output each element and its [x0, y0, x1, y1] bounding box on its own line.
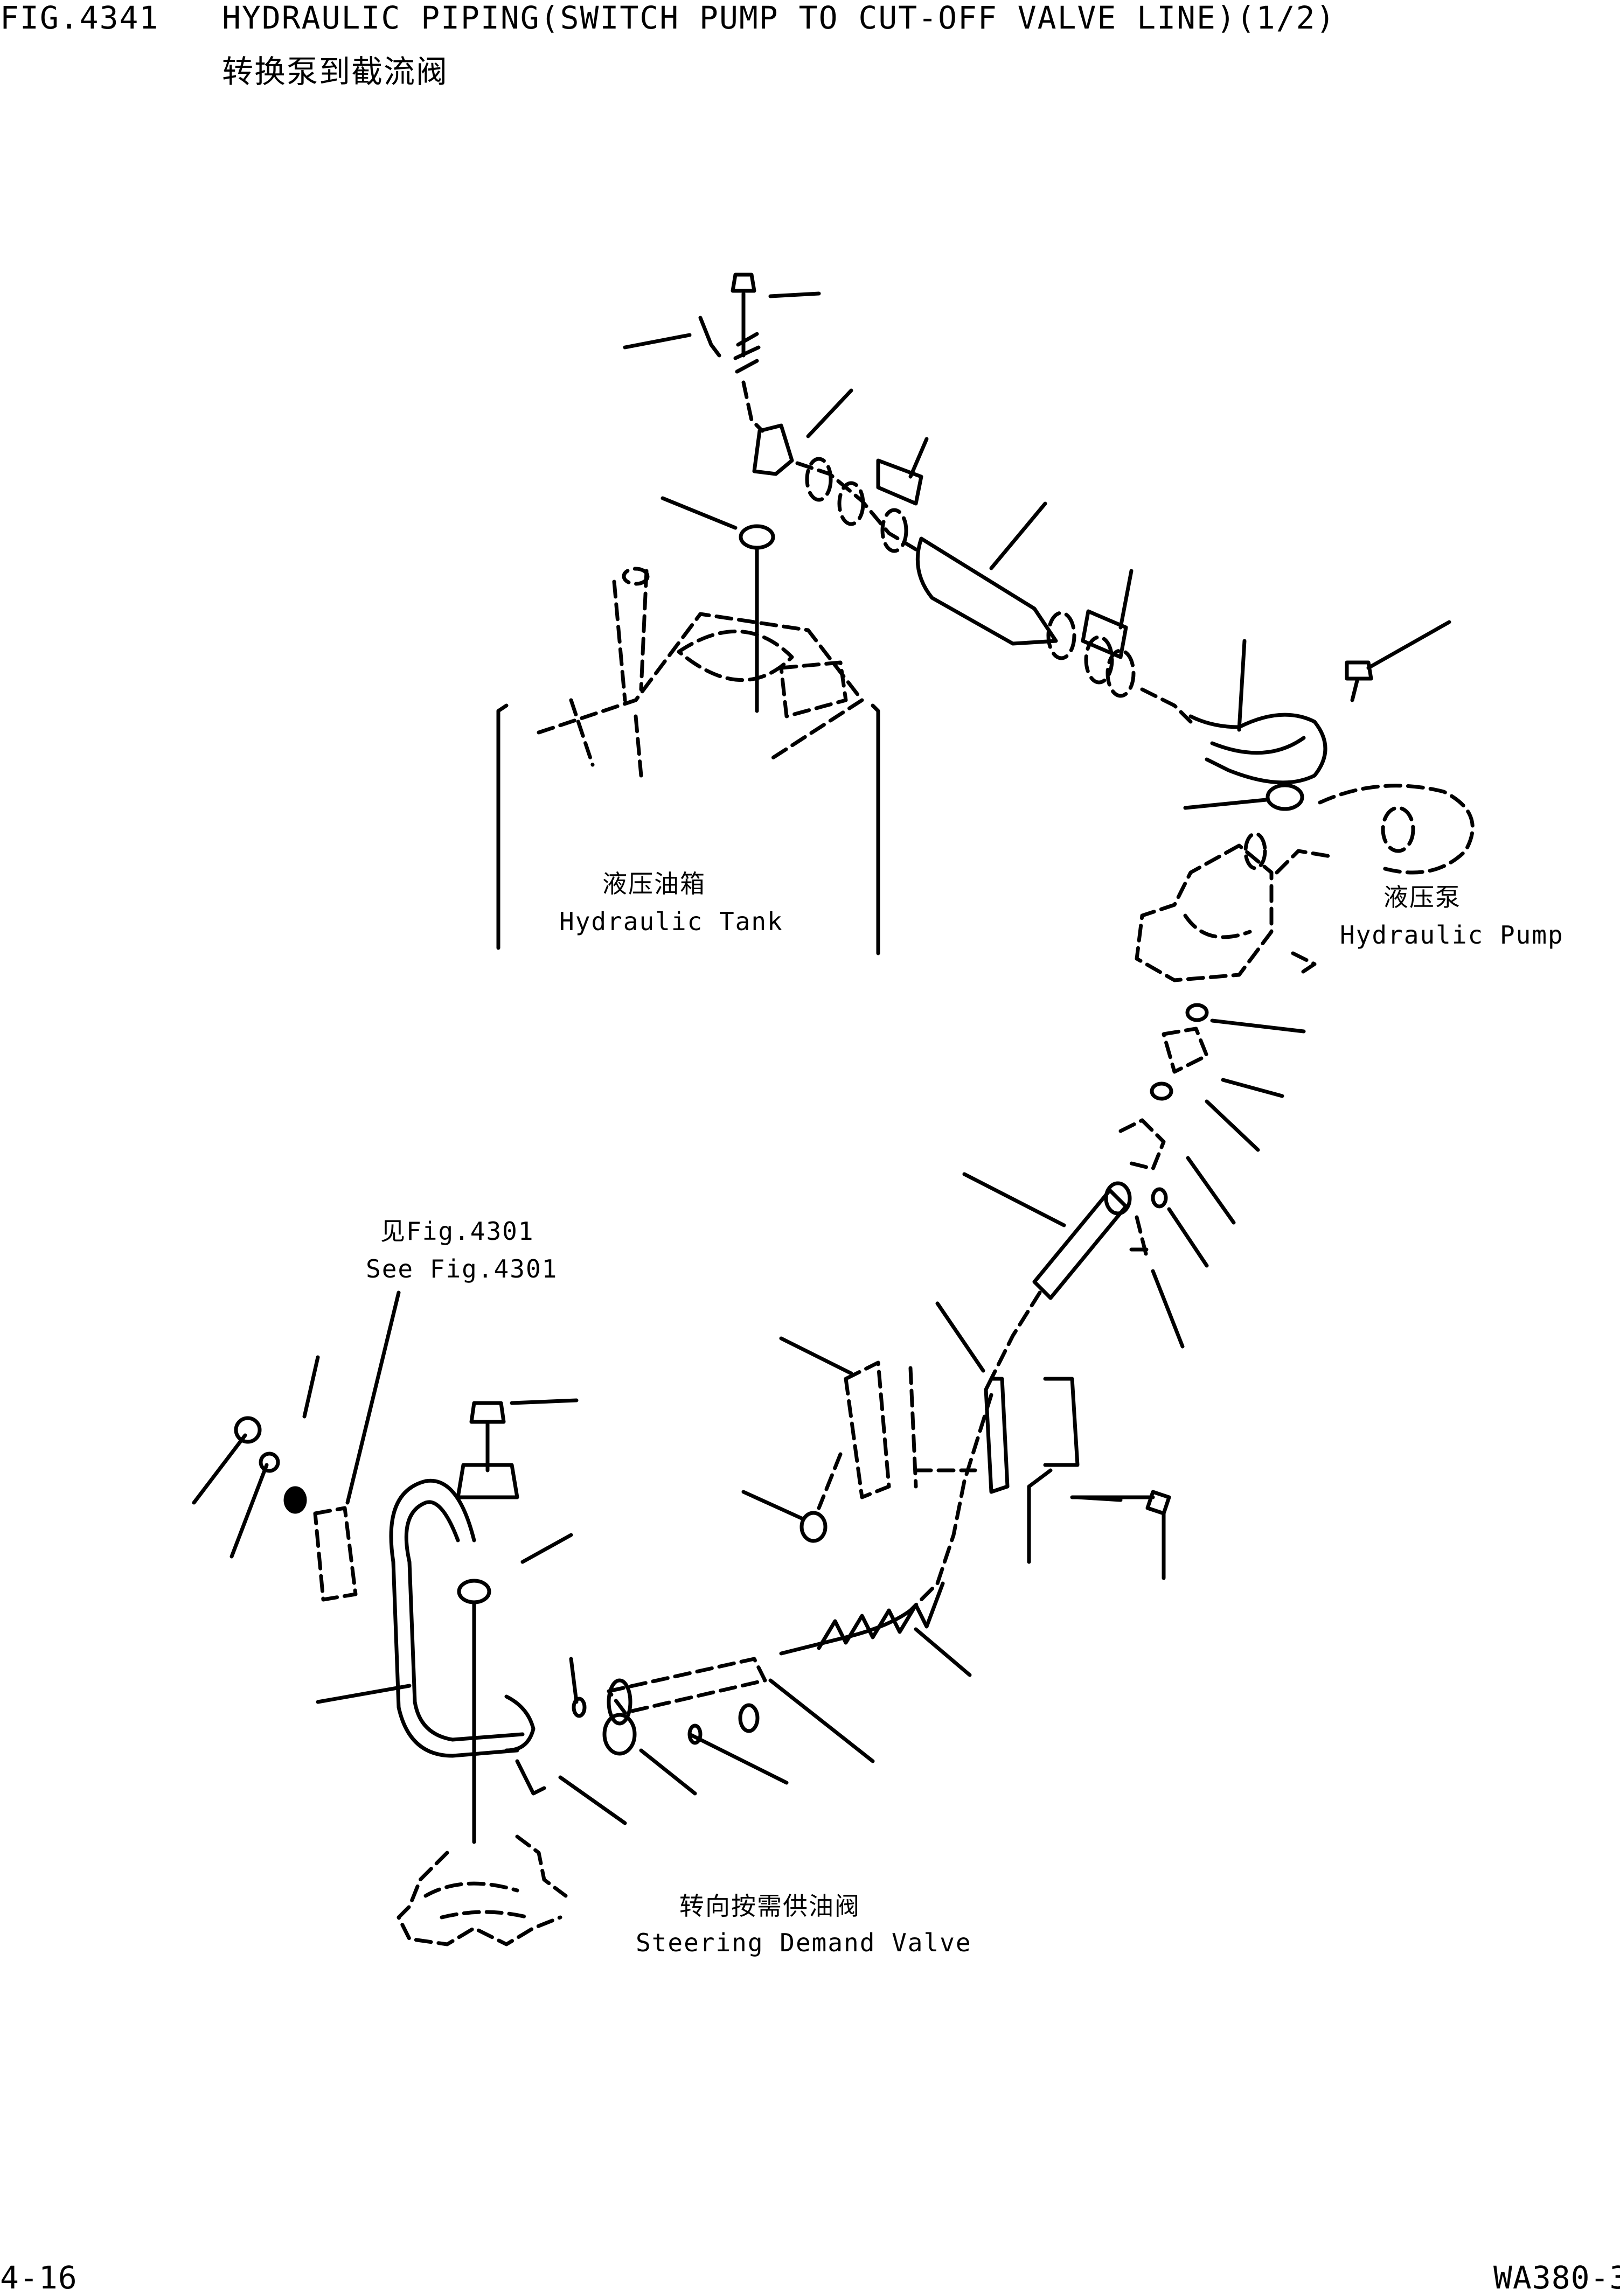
- hydraulic-tank-label-chinese: 液压油箱: [602, 869, 706, 898]
- middle-fittings-drawing: [989, 1003, 1209, 1381]
- steering-demand-valve-label-chinese: 转向按需供油阀: [679, 1892, 860, 1921]
- steering-hose-drawing: [572, 1393, 993, 1756]
- hydraulic-tank-label-english: Hydraulic Tank: [559, 907, 783, 936]
- hydraulic-pump-label-chinese: 液压泵: [1383, 883, 1461, 912]
- hydraulic-tank-drawing: [496, 567, 880, 955]
- see-figure-reference-english: See Fig.4301: [366, 1254, 558, 1283]
- bracket-and-clamp-drawing: [799, 1360, 1171, 1580]
- hydraulic-pump-drawing: [1135, 784, 1475, 982]
- part-leader-lines: [192, 291, 1451, 1825]
- hydraulic-pump-label-english: Hydraulic Pump: [1340, 920, 1564, 950]
- see-figure-reference-chinese: 见Fig.4301: [380, 1217, 534, 1246]
- machine-model: WA380-3: [1493, 2259, 1620, 2296]
- figure-number: FIG.4341: [0, 0, 159, 36]
- lower-left-assembly-drawing: [234, 1401, 568, 1946]
- steering-demand-valve-label-english: Steering Demand Valve: [636, 1928, 972, 1957]
- figure-title-english: HYDRAULIC PIPING(SWITCH PUMP TO CUT-OFF …: [222, 0, 1336, 36]
- page-number: 4-16: [0, 2259, 78, 2296]
- upper-pipe-line-drawing: [698, 273, 1373, 811]
- figure-title-chinese: 转换泵到截流阀: [222, 53, 449, 90]
